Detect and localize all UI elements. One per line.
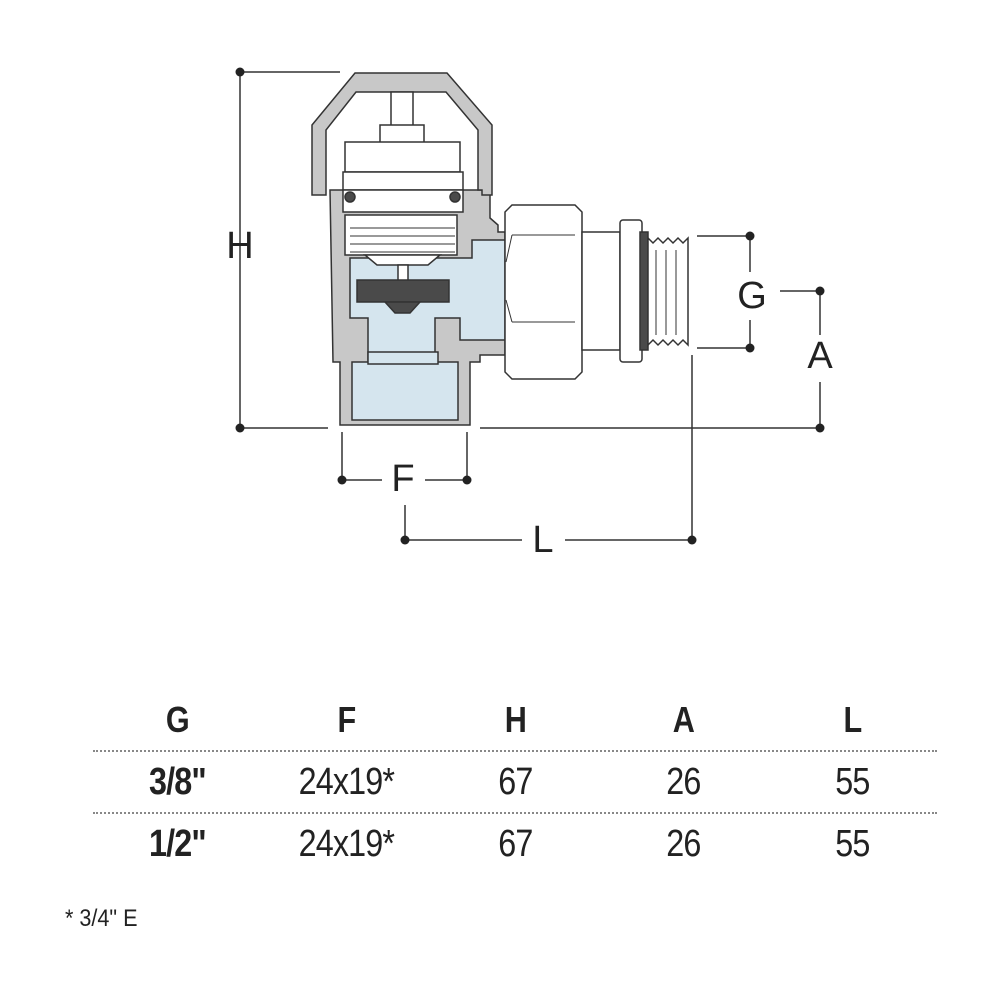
cell-f: 24x19* (298, 760, 394, 803)
dimension-dots (235, 67, 825, 545)
table-row: 1/2" 24x19* 67 26 55 (93, 814, 937, 874)
header-l: L (843, 699, 863, 740)
valve-body (311, 72, 689, 426)
cell-g: 1/2" (148, 822, 207, 865)
table-row: 3/8" 24x19* 67 26 55 (93, 752, 937, 812)
cell-h: 67 (497, 822, 533, 865)
dim-label-l: L (532, 519, 553, 561)
dimensions-table: G F H A L 3/8" 24x19* 67 26 55 1/2" 24x1… (93, 690, 937, 874)
cell-l: 55 (835, 822, 870, 865)
cell-f: 24x19* (298, 822, 394, 865)
cell-l: 55 (835, 760, 870, 803)
header-g: G (165, 699, 190, 740)
cell-a: 26 (666, 760, 702, 803)
header-h: H (504, 699, 526, 740)
cell-g: 3/8" (148, 760, 207, 803)
valve-diagram: H F L G A (226, 67, 833, 561)
row-divider (93, 750, 937, 752)
row-divider (93, 812, 937, 814)
dimension-lines (239, 71, 821, 541)
table-header: G F H A L (93, 690, 937, 750)
dim-label-g: G (737, 275, 767, 317)
dim-label-a: A (807, 335, 833, 377)
dim-label-f: F (391, 458, 414, 500)
footnote: * 3/4" E (65, 905, 138, 932)
header-f: F (337, 699, 356, 740)
cell-h: 67 (497, 760, 533, 803)
cell-a: 26 (666, 822, 702, 865)
dim-label-h: H (226, 225, 253, 267)
header-a: A (673, 699, 695, 740)
